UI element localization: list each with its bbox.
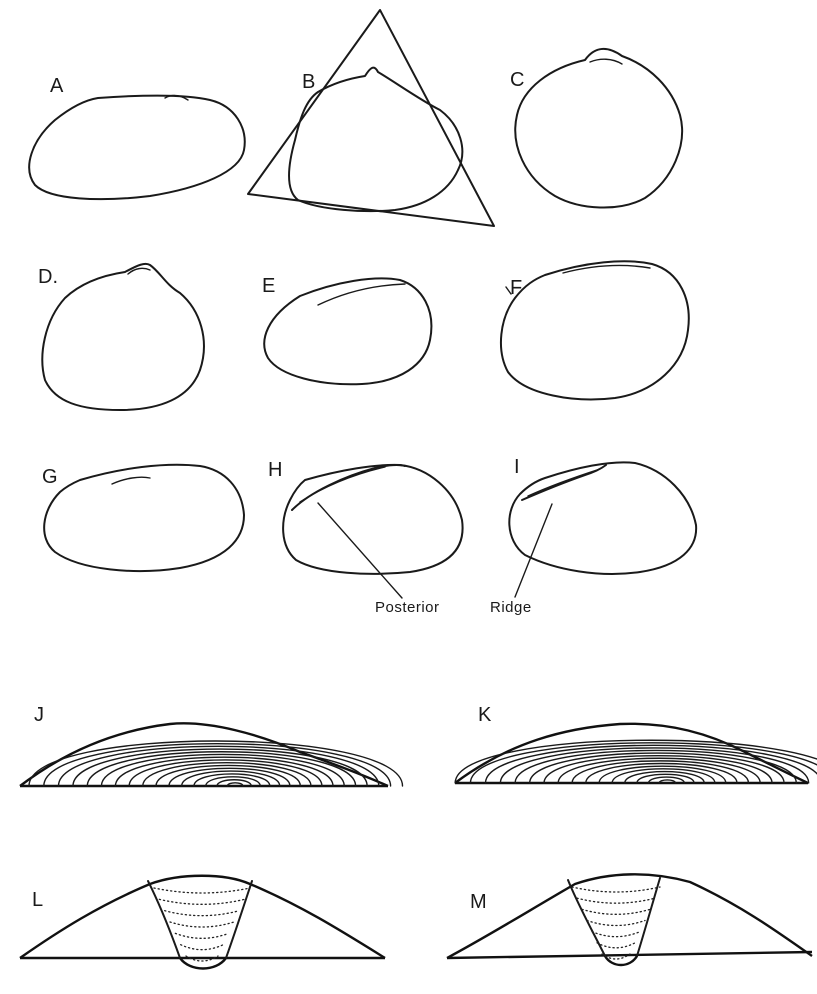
shell-h-outline: [283, 465, 462, 574]
stipple-band: [165, 911, 240, 916]
shell-e-ridge: [318, 284, 405, 305]
stipple-band: [577, 898, 655, 903]
stipple-band: [154, 888, 250, 893]
growth-line: [637, 774, 694, 783]
stipple-band: [592, 932, 640, 937]
growth-line: [558, 758, 760, 783]
profile-j: [20, 723, 403, 786]
stipple-band: [159, 899, 244, 904]
posterior-leader-line: [318, 503, 402, 598]
shell-c-outline: [515, 49, 682, 208]
triangle-outline: [248, 10, 494, 226]
label-b: B: [302, 71, 315, 93]
label-m: M: [470, 891, 487, 913]
label-e: E: [262, 275, 275, 297]
shell-h-ridge-inner: [300, 467, 385, 502]
shell-e-outline: [264, 278, 431, 384]
shell-i-outline: [509, 462, 696, 574]
profile-l: [20, 876, 385, 969]
shell-d-outline: [42, 264, 204, 410]
label-l: L: [32, 889, 43, 911]
profile-m: [447, 874, 812, 965]
profile-k: [455, 724, 817, 783]
label-i: I: [514, 456, 520, 478]
label-h: H: [268, 459, 282, 481]
shell-c-umbo: [590, 59, 622, 64]
growth-line: [129, 760, 322, 786]
label-c: C: [510, 69, 524, 91]
posterior-annotation: Posterior: [375, 599, 440, 616]
shell-g-umbo: [112, 477, 150, 484]
shell-h-posterior-ridge: [292, 465, 405, 510]
label-a: A: [50, 75, 64, 97]
stipple-band: [175, 933, 228, 938]
stipple-band: [181, 945, 224, 950]
stipple-band: [597, 943, 635, 948]
stipple-band: [170, 922, 234, 927]
shell-g-outline: [44, 465, 244, 571]
ridge-annotation: Ridge: [490, 599, 532, 616]
label-j: J: [34, 704, 44, 726]
label-d: D.: [38, 266, 58, 288]
label-g: G: [42, 466, 58, 488]
stipple-band: [572, 887, 660, 892]
stipple-band: [582, 909, 650, 914]
label-k: K: [478, 704, 492, 726]
shell-f-outline: [501, 261, 689, 399]
stipple-band: [587, 921, 645, 926]
contour-lines-k: [455, 740, 817, 783]
shell-a-outline: [29, 96, 244, 200]
growth-line: [206, 777, 260, 786]
